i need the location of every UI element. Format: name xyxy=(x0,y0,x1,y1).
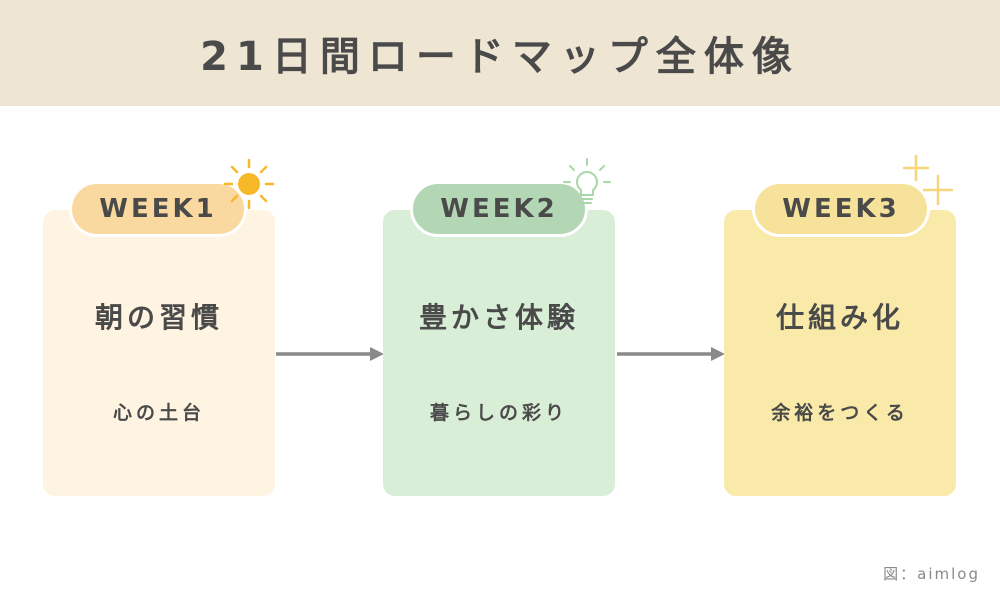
week1-subtitle: 心の土台 xyxy=(112,402,205,424)
week3-subtitle: 余裕をつくる xyxy=(771,402,909,424)
week2-card: 豊かさ体験 暮らしの彩り xyxy=(383,210,615,496)
lightbulb-icon xyxy=(563,158,611,204)
credit-label: 図：aimlog xyxy=(883,565,980,583)
week2-subtitle: 暮らしの彩り xyxy=(429,402,568,424)
week3-card: 仕組み化 余裕をつくる xyxy=(724,210,956,496)
week1-pill: WEEK1 xyxy=(69,181,247,237)
week2-title: 豊かさ体験 xyxy=(418,301,579,334)
week3-title: 仕組み化 xyxy=(775,301,904,334)
week1-title: 朝の習慣 xyxy=(94,301,223,334)
week2-pill: WEEK2 xyxy=(410,181,588,237)
week1-card: 朝の習慣 心の土台 xyxy=(43,210,275,496)
arrow-week1-to-week2 xyxy=(276,347,384,361)
sparkle-icon xyxy=(902,154,954,206)
arrow-week2-to-week3 xyxy=(617,347,725,361)
week3-pill: WEEK3 xyxy=(752,181,930,237)
sun-icon xyxy=(223,158,275,210)
header-banner: 21日間ロードマップ全体像 xyxy=(0,0,1000,106)
page-title: 21日間ロードマップ全体像 xyxy=(200,34,800,80)
